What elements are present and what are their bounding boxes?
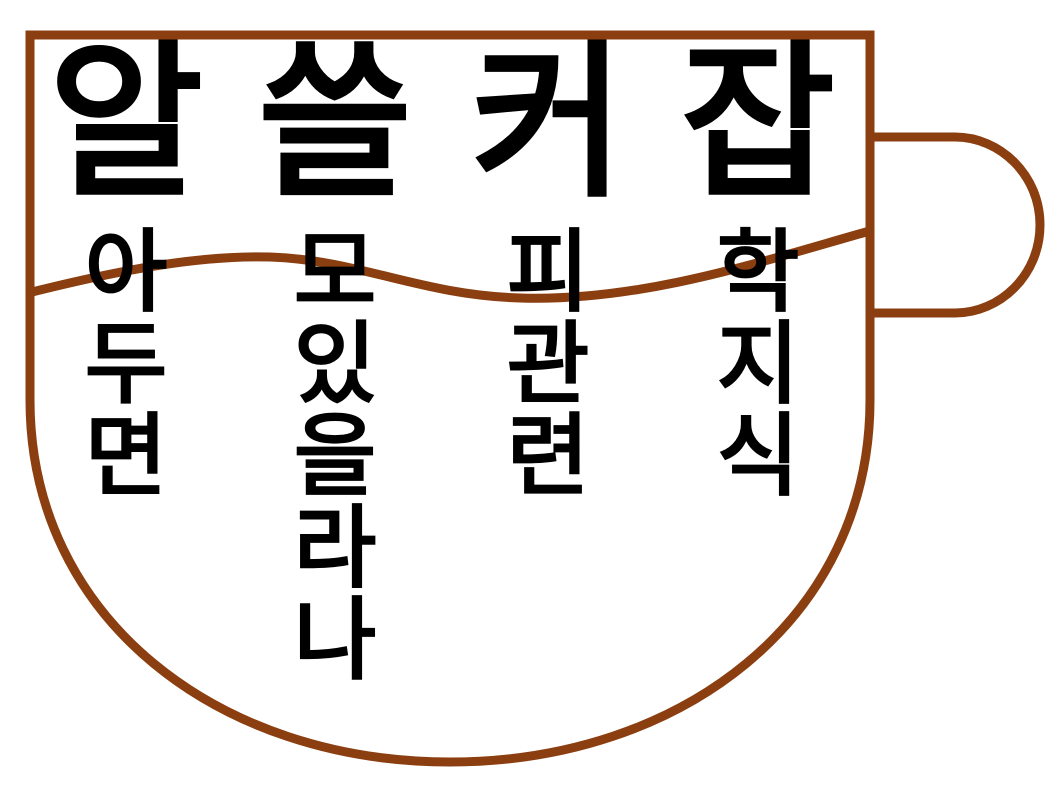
subtext-char: 련 — [506, 404, 590, 509]
cup-handle-outline — [870, 132, 1045, 318]
subtext-char: 라 — [293, 496, 377, 601]
subtext-char: 나 — [293, 588, 377, 693]
subtext-char: 피 — [506, 220, 590, 325]
subtext-column-1: 아 두 면 — [85, 227, 168, 503]
column-4: 잡 학 지 식 — [668, 36, 848, 503]
headline-char-2: 쓸 — [257, 25, 413, 221]
subtext-char: 아 — [84, 220, 168, 325]
subtext-char: 지 — [716, 312, 800, 417]
subtext-char: 두 — [84, 312, 168, 417]
subtext-column-2: 모 있 을 라 나 — [294, 227, 377, 687]
coffee-surface-wave — [27, 227, 871, 303]
subtext-column-3: 피 관 련 — [507, 227, 590, 503]
subtext-char: 학 — [716, 220, 800, 325]
column-2: 쓸 모 있 을 라 나 — [245, 36, 425, 687]
column-3: 커 피 관 련 — [458, 36, 638, 503]
subtext-char: 을 — [293, 404, 377, 509]
subtext-char: 관 — [506, 312, 590, 417]
subtext-char: 면 — [84, 404, 168, 509]
column-1: 알 아 두 면 — [36, 36, 216, 503]
headline-char-4: 잡 — [680, 25, 836, 221]
subtext-char: 모 — [293, 220, 377, 325]
subtext-char: 있 — [293, 312, 377, 417]
headline-char-3: 커 — [470, 25, 626, 221]
subtext-char: 식 — [716, 404, 800, 509]
subtext-column-4: 학 지 식 — [717, 227, 800, 503]
cup-body-outline — [25, 30, 875, 767]
headline-char-1: 알 — [48, 25, 204, 221]
